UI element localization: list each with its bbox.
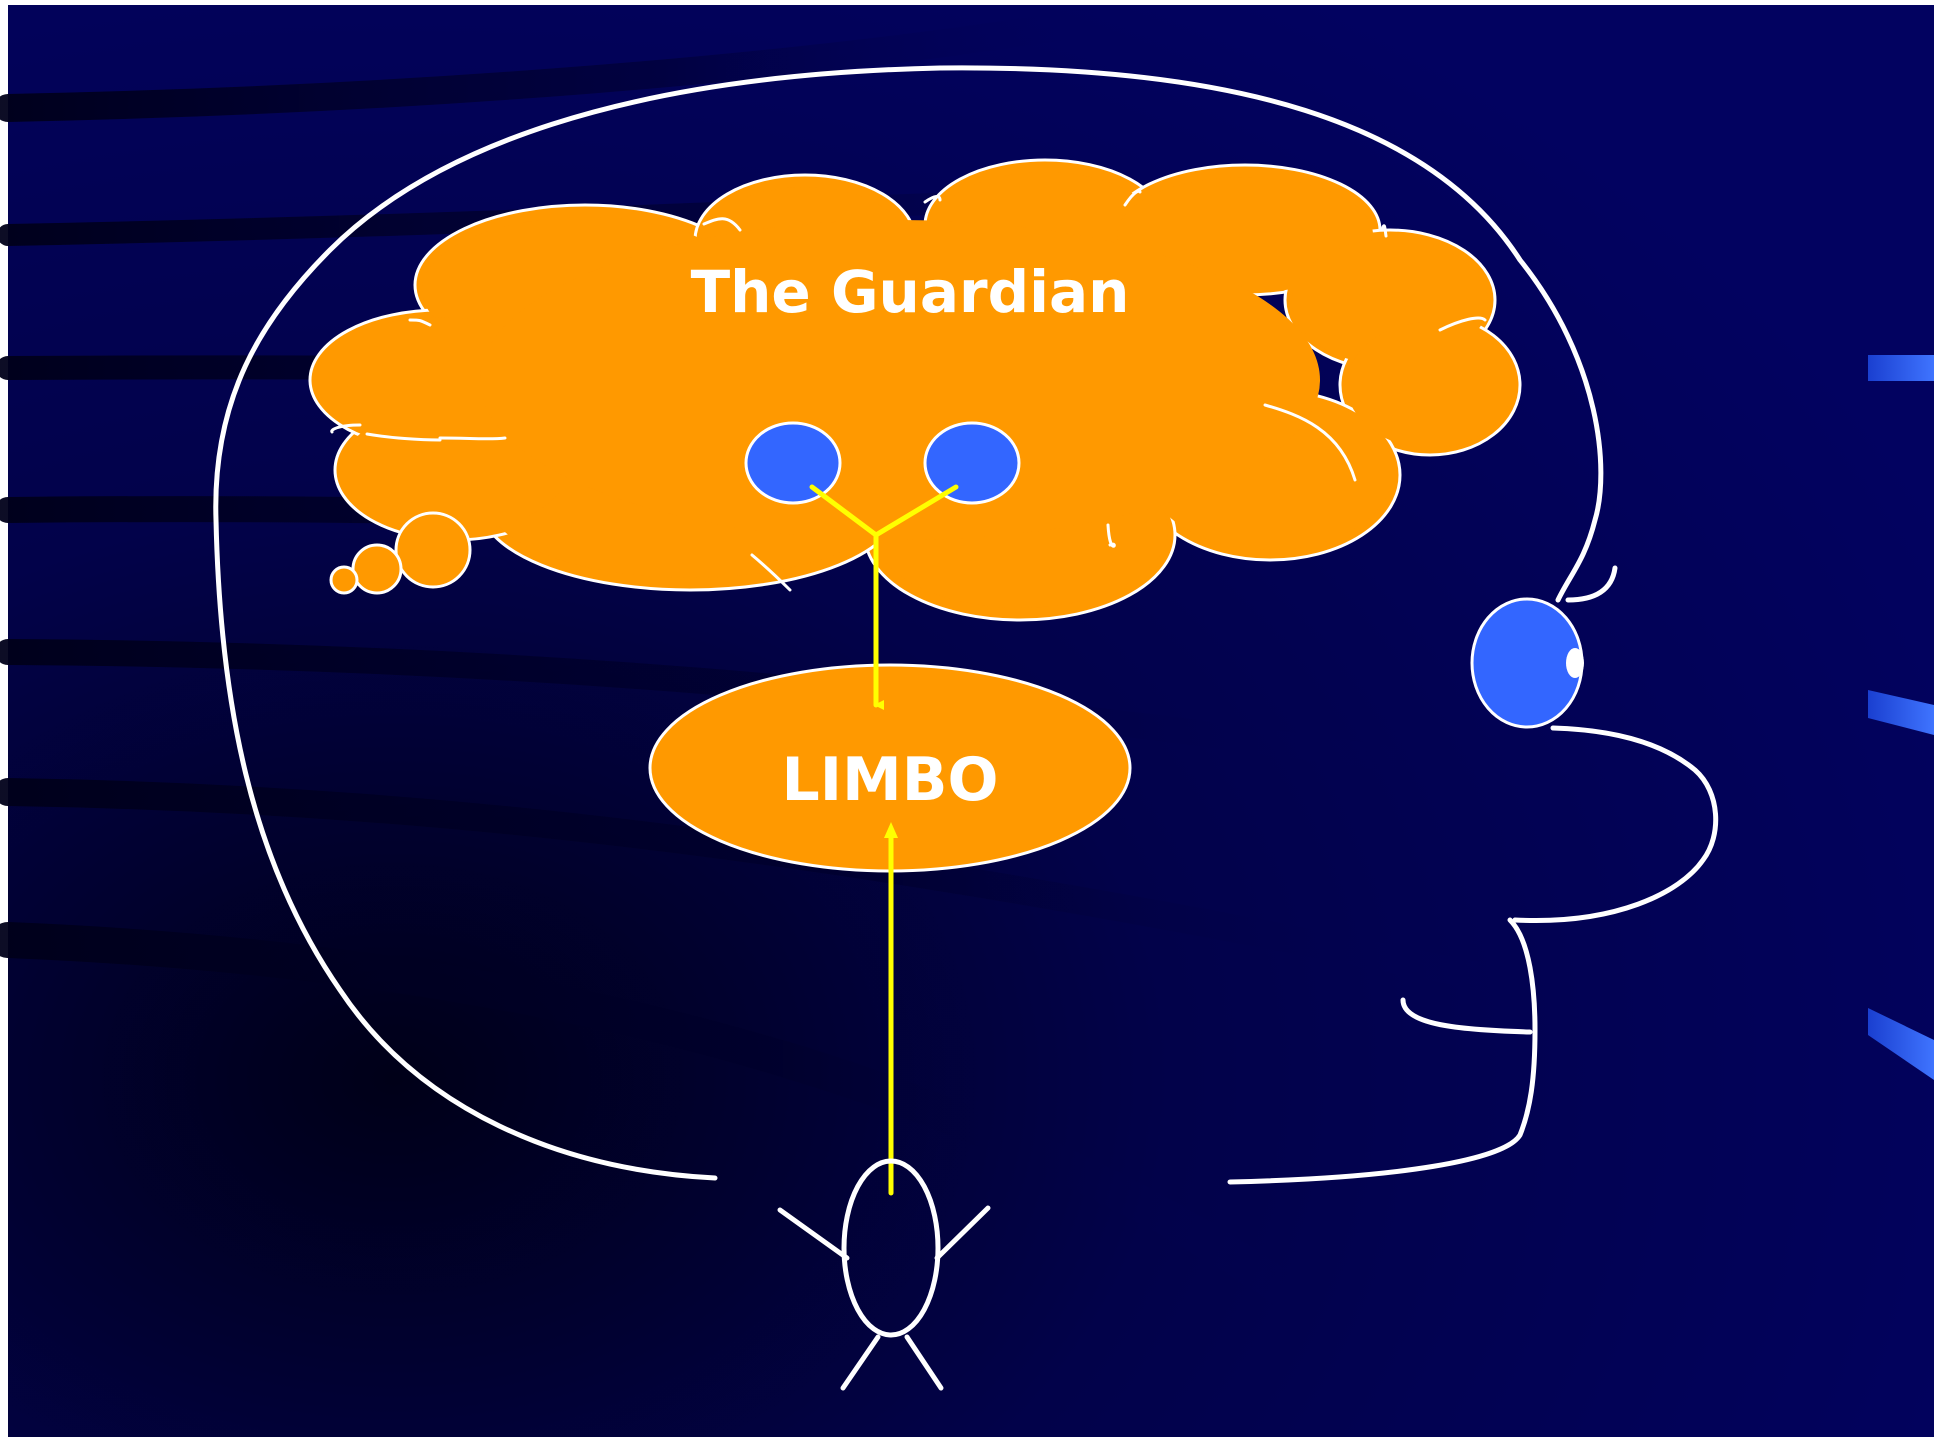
eye-glint-icon (1566, 648, 1584, 678)
limbo-label: LIMBO (781, 745, 998, 815)
thought-bubble-medium (353, 545, 401, 593)
guardian-label: The Guardian (691, 258, 1130, 326)
eye-icon (1472, 599, 1582, 727)
head-eye (1472, 599, 1584, 727)
guardian-right-eye-icon (925, 423, 1019, 503)
thought-bubble-small (331, 567, 357, 593)
edge-accent-top (1868, 355, 1934, 381)
thought-bubble-large (396, 513, 470, 587)
guardian-left-eye-icon (746, 423, 840, 503)
